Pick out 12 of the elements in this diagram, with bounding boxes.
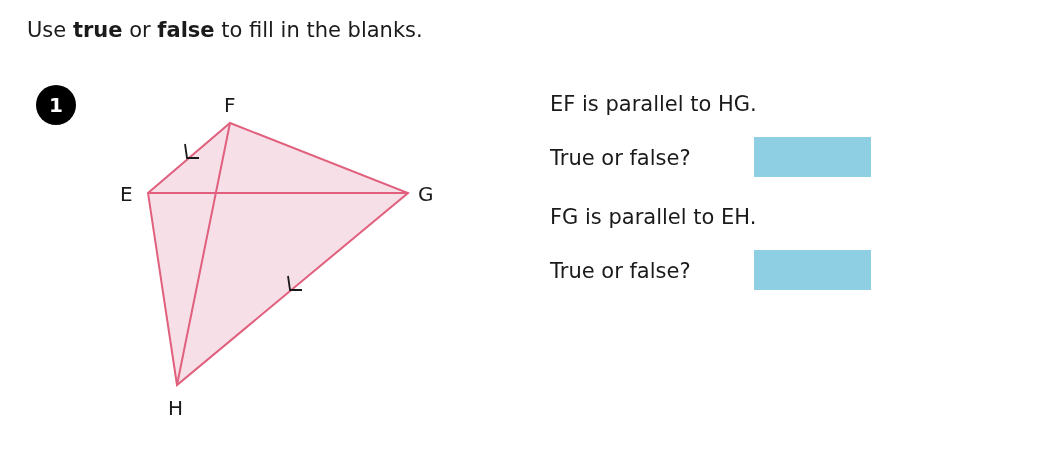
vertex-label: G — [418, 182, 434, 206]
question-text: True or false? — [550, 259, 691, 283]
question-number-badge: 1 — [36, 85, 76, 125]
question-text: FG is parallel to EH. — [550, 205, 757, 229]
answer-box — [754, 250, 871, 290]
answer-box — [754, 137, 871, 177]
vertex-label: F — [224, 93, 236, 117]
question-text: EF is parallel to HG. — [550, 92, 757, 116]
vertex-label: H — [168, 396, 184, 420]
instruction-text: Use true or false to fill in the blanks. — [27, 18, 423, 42]
question-text: True or false? — [550, 146, 691, 170]
vertex-label: E — [120, 182, 133, 206]
